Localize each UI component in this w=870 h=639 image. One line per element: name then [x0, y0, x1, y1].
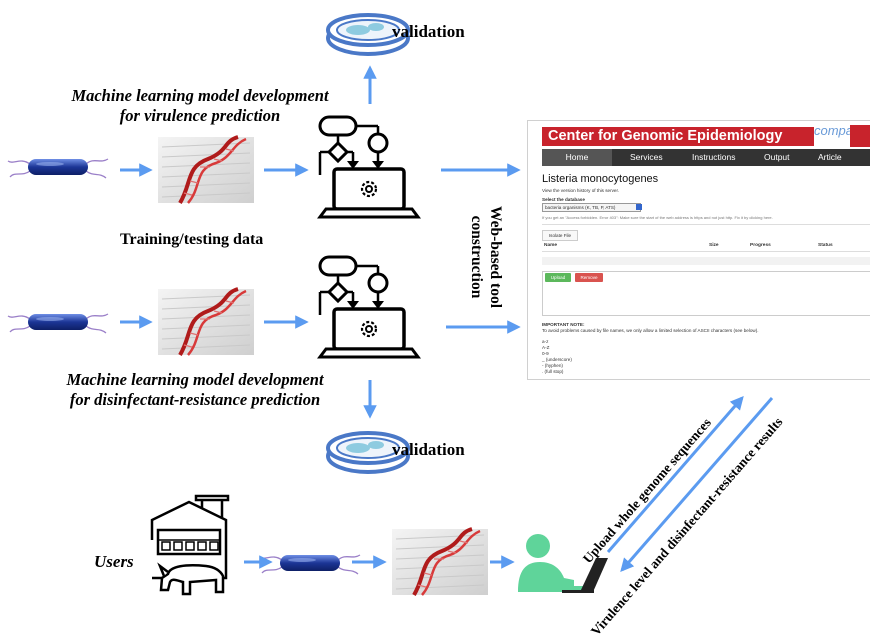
nav-instructions[interactable]: Instructions	[692, 152, 736, 162]
column-status: Status	[818, 243, 833, 248]
dna-image	[390, 527, 490, 597]
web-tool-line1: Web-based tool	[487, 205, 504, 309]
upload-button[interactable]: Upload	[545, 273, 571, 282]
nav-services[interactable]: Services	[630, 152, 663, 162]
divider	[542, 251, 870, 252]
table-row	[542, 257, 870, 265]
ml-flowchart-laptop-icon	[318, 255, 420, 359]
note-text: To avoid problems caused by file names, …	[542, 328, 759, 333]
database-select[interactable]: bacteria organisms (K, TB, P, ATS)	[542, 203, 641, 212]
web-tool-line2: construction	[468, 215, 485, 299]
database-select-value: bacteria organisms (K, TB, P, ATS)	[545, 205, 616, 210]
column-size: Size	[709, 243, 719, 248]
divider	[542, 224, 870, 225]
web-tool-label: Web-based tool construction	[467, 197, 505, 317]
allowed-char: - (hyphen)	[542, 363, 563, 368]
allowed-char: _ (underscore)	[542, 357, 572, 362]
results-arrow	[620, 397, 774, 573]
allowed-char: a-z	[542, 339, 549, 344]
upload-panel	[542, 271, 870, 316]
page-title: Listeria monocytogenes	[542, 173, 659, 185]
column-name: Name	[544, 243, 558, 248]
workflow-diagram	[7, 13, 774, 597]
nav-article-abstract[interactable]: Article abstract	[818, 152, 849, 179]
ml-virulence-line2: for virulence prediction	[119, 106, 281, 125]
bacterium-icon	[7, 313, 109, 334]
users-label: Users	[94, 552, 134, 571]
ml-virulence-line1: Machine learning model development	[71, 86, 329, 105]
ml-virulence-label: Machine learning model development for v…	[50, 86, 350, 126]
site-nav: Home Services Instructions Output Articl…	[542, 149, 870, 179]
allowed-char: 0-9	[542, 351, 549, 356]
ml-disinfectant-label: Machine learning model development for d…	[40, 370, 350, 410]
allowed-char: . (full stop)	[542, 369, 564, 374]
bacterium-icon	[259, 554, 361, 575]
web-tool-screenshot: Center for Genomic Epidemiology compare …	[527, 120, 870, 380]
isolate-file-button[interactable]: Isolate File	[542, 230, 578, 241]
site-header-title: Center for Genomic Epidemiology	[542, 127, 814, 146]
version-text: View the version history of this server.	[542, 188, 620, 193]
select-label: Select the database	[542, 197, 585, 202]
dna-image	[156, 287, 256, 357]
ml-disinfectant-line2: for disinfectant-resistance prediction	[69, 390, 321, 409]
upload-arrow	[606, 395, 744, 553]
site-header-corner	[850, 125, 870, 147]
laptop-icon	[562, 558, 608, 593]
ml-flowchart-laptop-icon	[318, 115, 420, 219]
ml-disinfectant-line1: Machine learning model development	[66, 370, 324, 389]
validation-label: validation	[392, 440, 465, 459]
remove-button[interactable]: Remove	[575, 273, 603, 282]
farm-icon	[150, 494, 230, 596]
chevron-down-icon[interactable]	[636, 204, 642, 210]
validation-label: validation	[392, 22, 465, 41]
notice-text: If you get an "Access forbidden. Error 4…	[542, 215, 773, 220]
allowed-char: A-Z	[542, 345, 550, 350]
nav-output[interactable]: Output	[764, 152, 790, 162]
note-title: IMPORTANT NOTE:	[542, 322, 585, 327]
training-testing-label: Training/testing data	[120, 231, 264, 248]
user-icon	[518, 534, 586, 592]
dna-image	[156, 135, 256, 205]
nav-home[interactable]: Home	[542, 149, 612, 166]
column-progress: Progress	[750, 243, 771, 248]
bacterium-icon	[7, 158, 109, 179]
